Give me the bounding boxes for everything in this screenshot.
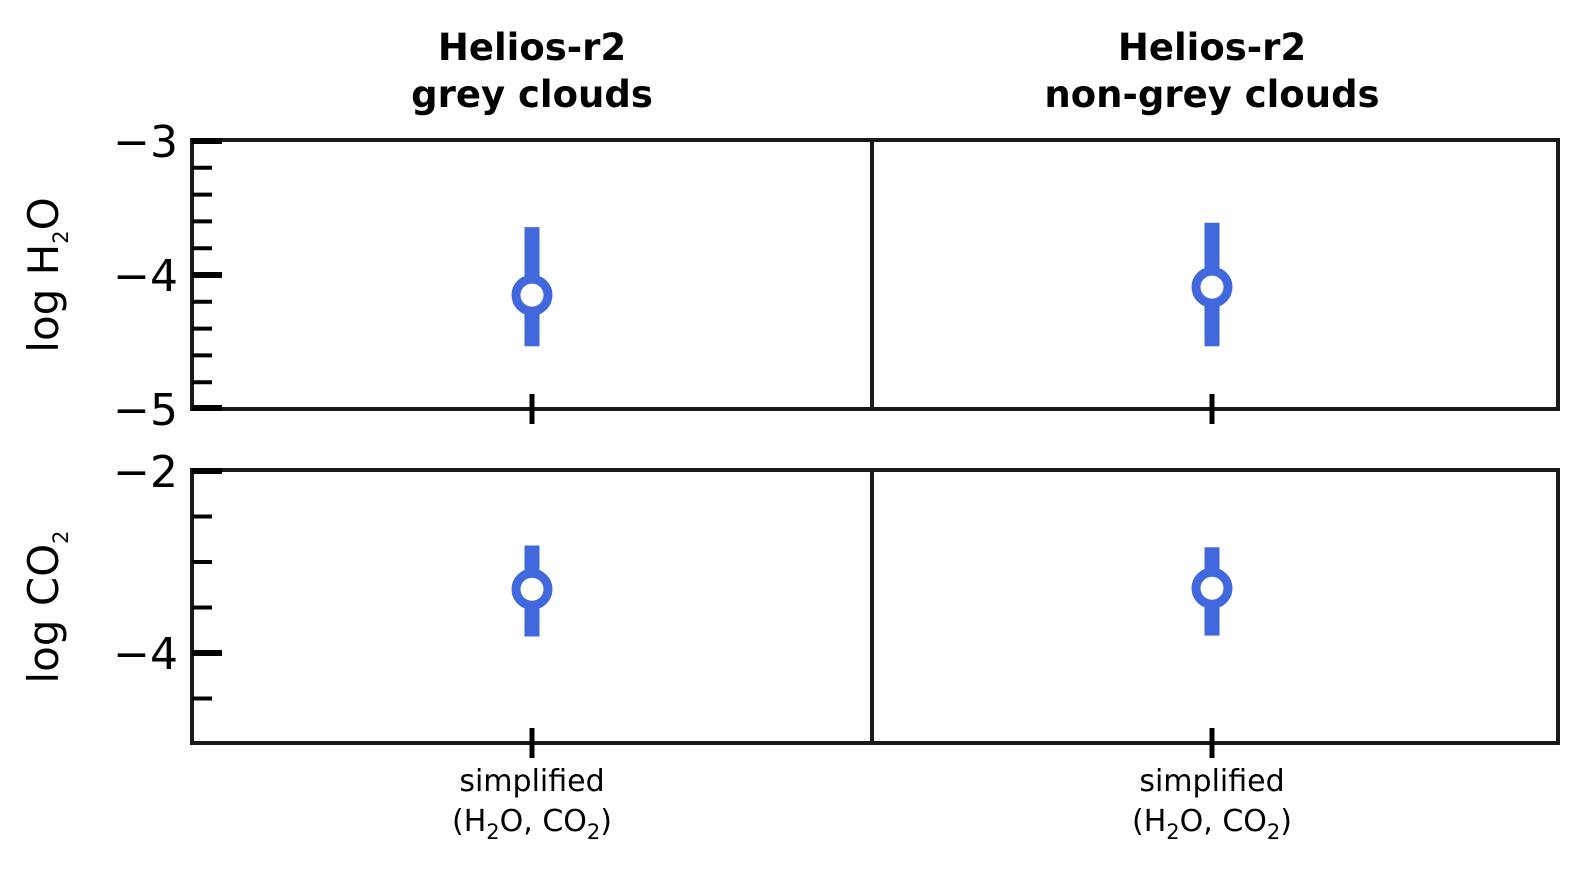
xtick-label-nongrey-line1: simplified xyxy=(1139,764,1284,799)
row-co2-axis-label: log CO2 xyxy=(19,530,73,683)
datapoint-co2-grey[interactable] xyxy=(511,545,553,637)
xlab-g-p2: O, CO xyxy=(500,804,587,839)
xlab-g-p3: ) xyxy=(600,804,612,839)
column-title-grey-line1: Helios-r2 xyxy=(438,26,626,69)
xlab-n-p3: ) xyxy=(1280,804,1292,839)
row-h2o-ytick-label-0: −3 xyxy=(113,117,178,168)
row-co2-minor-ticks xyxy=(192,514,212,701)
column-title-grey-line2: grey clouds xyxy=(411,73,653,116)
row-h2o-ytick-label-2: −5 xyxy=(113,385,178,436)
row-co2-axis-label-sub: 2 xyxy=(49,530,73,543)
row-h2o-xticks xyxy=(529,394,1215,424)
xlab-n-p1: (H xyxy=(1132,804,1166,839)
xtick-label-nongrey: simplified (H2O, CO2) xyxy=(1132,764,1292,844)
row-co2-axis-label-prefix: log CO xyxy=(19,544,68,684)
xlab-g-s1: 2 xyxy=(486,820,499,844)
row-co2-xticks xyxy=(529,728,1215,758)
column-title-nongrey-line2: non-grey clouds xyxy=(1044,73,1379,116)
xtick-label-grey-line1: simplified xyxy=(459,764,604,799)
datapoint-co2-nongrey[interactable] xyxy=(1191,547,1233,636)
marker-h2o-nongrey xyxy=(1191,266,1233,308)
column-title-nongrey-line1: Helios-r2 xyxy=(1118,26,1306,69)
row-h2o-axis-label-suffix: O xyxy=(19,197,68,230)
row-co2-major-ticks xyxy=(192,468,222,656)
column-title-nongrey: Helios-r2 non-grey clouds xyxy=(1044,26,1379,116)
svg-text:log H2O: log H2O xyxy=(19,197,73,352)
row-h2o-axis-label: log H2O xyxy=(19,197,73,352)
marker-co2-grey xyxy=(511,568,553,610)
row-co2-plot-frame xyxy=(190,468,1560,745)
row-h2o-axis-label-sub: 2 xyxy=(49,230,73,243)
row-h2o-ytick-label-1: −4 xyxy=(113,251,178,302)
xtick-label-grey: simplified (H2O, CO2) xyxy=(452,764,612,844)
row-h2o-major-ticks xyxy=(192,138,222,411)
datapoint-h2o-nongrey[interactable] xyxy=(1191,222,1233,347)
marker-h2o-grey xyxy=(511,274,553,316)
xlab-n-s1: 2 xyxy=(1166,820,1179,844)
marker-co2-nongrey xyxy=(1191,567,1233,609)
column-title-grey: Helios-r2 grey clouds xyxy=(411,26,653,116)
svg-text:log CO2: log CO2 xyxy=(19,530,73,683)
row-co2-ytick-label-0: −2 xyxy=(113,447,178,498)
row-h2o-minor-ticks xyxy=(192,165,212,385)
xtick-label-nongrey-line2: (H2O, CO2) xyxy=(1132,804,1292,844)
row-co2-ytick-label-1: −4 xyxy=(113,629,178,680)
xtick-label-grey-line2: (H2O, CO2) xyxy=(452,804,612,844)
datapoint-h2o-grey[interactable] xyxy=(511,227,553,347)
xlab-n-p2: O, CO xyxy=(1180,804,1267,839)
row-h2o-axis-label-prefix: log H xyxy=(19,244,68,353)
xlab-n-s2: 2 xyxy=(1267,820,1280,844)
row-h2o-plot-frame xyxy=(190,138,1560,411)
xlab-g-s2: 2 xyxy=(587,820,600,844)
xlab-g-p1: (H xyxy=(452,804,486,839)
